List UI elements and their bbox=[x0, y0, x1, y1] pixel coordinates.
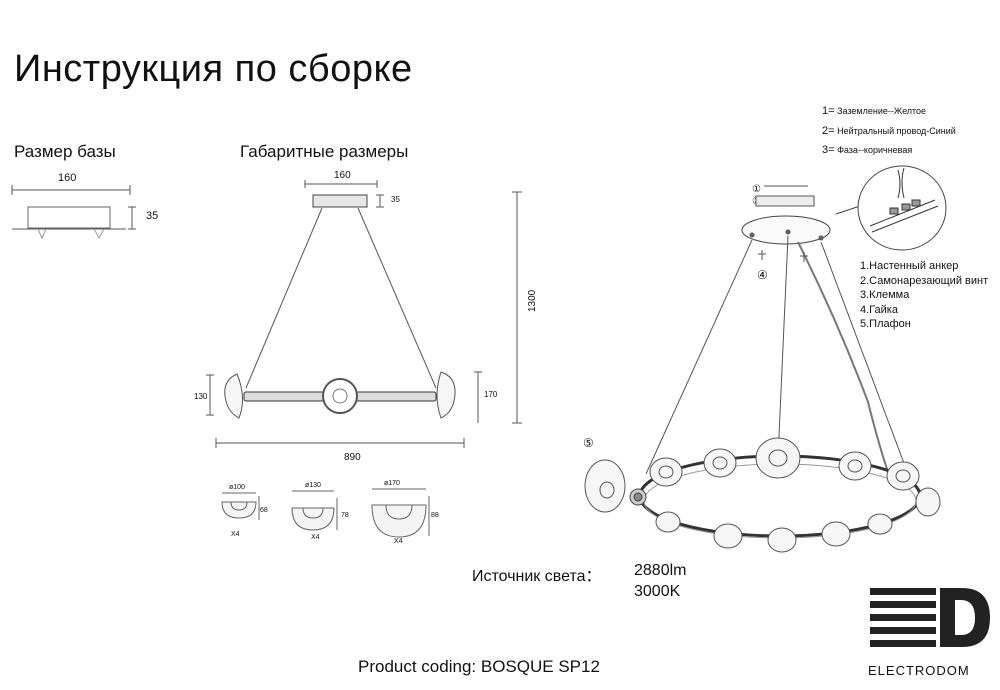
callout-1: ① bbox=[752, 184, 761, 195]
legend-item-4: 4.Гайка bbox=[860, 303, 898, 316]
legend-item-3: 3.Клемма bbox=[860, 289, 910, 301]
shade-drawings bbox=[221, 488, 430, 538]
legend-item-1: 1.Настенный анкер bbox=[860, 260, 959, 272]
wire-1: 1= Заземление--Желтое bbox=[822, 105, 926, 117]
canopy-width-label: 160 bbox=[334, 170, 351, 181]
shade-height-label: 130 bbox=[194, 392, 208, 401]
shade1-dia: ø100 bbox=[229, 484, 245, 491]
page-title: Инструкция по сборке bbox=[14, 48, 413, 90]
shade2-dia: ø130 bbox=[305, 482, 321, 489]
product-coding: Product coding: BOSQUE SP12 bbox=[358, 657, 600, 676]
logo-letter-d bbox=[940, 588, 990, 647]
canopy-height-label: 35 bbox=[391, 195, 400, 204]
base-height-label: 35 bbox=[146, 210, 159, 222]
shade1-h: 68 bbox=[260, 507, 268, 514]
light-source-values: 2880lm 3000K bbox=[634, 560, 686, 602]
base-drawing bbox=[11, 185, 136, 240]
parts-legend: 1.Настенный анкер 2.Самонарезающий винт … bbox=[860, 259, 988, 332]
lumen-value: 2880lm bbox=[634, 562, 687, 579]
shade1-qty: X4 bbox=[231, 531, 240, 538]
shade2-qty: X4 bbox=[311, 534, 320, 541]
wire-3-text: Фаза--коричневая bbox=[837, 145, 913, 155]
perspective-drawing bbox=[584, 165, 947, 553]
kelvin-value: 3000K bbox=[634, 583, 681, 600]
overall-dimensions-heading: Габаритные размеры bbox=[240, 142, 409, 161]
wire-2: 2= Нейтральный провод-Синий bbox=[822, 125, 956, 137]
shade2-h: 78 bbox=[341, 512, 349, 519]
wire-3-num: 3= bbox=[822, 144, 835, 156]
total-width-label: 890 bbox=[344, 452, 361, 463]
base-width-label: 160 bbox=[58, 172, 77, 184]
wire-2-text: Нейтральный провод-Синий bbox=[837, 126, 956, 136]
shade3-h: 88 bbox=[431, 512, 439, 519]
logo-letter-e bbox=[870, 588, 936, 647]
light-source-label: Источник света： bbox=[472, 568, 602, 585]
base-size-heading: Размер базы bbox=[14, 142, 116, 161]
wire-1-num: 1= bbox=[822, 105, 835, 117]
shade3-dia: ø170 bbox=[384, 480, 400, 487]
brand-name: ELECTRODOM bbox=[868, 663, 970, 678]
shade3-qty: X4 bbox=[394, 538, 403, 545]
legend-item-5: 5.Плафон bbox=[860, 318, 911, 330]
electrodom-logo bbox=[870, 588, 990, 647]
callout-4: ④ bbox=[757, 268, 768, 282]
wire-3: 3= Фаза--коричневая bbox=[822, 144, 912, 156]
wire-2-num: 2= bbox=[822, 125, 835, 137]
bar-height-label: 170 bbox=[484, 390, 498, 399]
legend-item-2: 2.Самонарезающий винт bbox=[860, 274, 989, 287]
overall-drawing bbox=[206, 180, 522, 448]
callout-5: ⑤ bbox=[583, 436, 594, 450]
wire-1-text: Заземление--Желтое bbox=[837, 106, 927, 116]
